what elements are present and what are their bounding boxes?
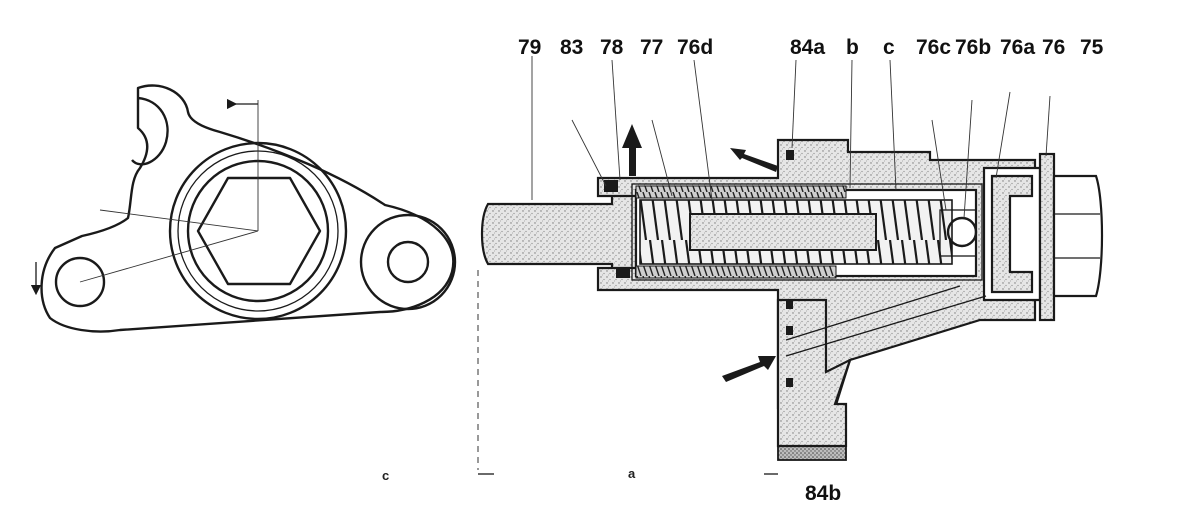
leader-78 xyxy=(611,59,621,181)
leader-76a xyxy=(995,91,1011,179)
label-76c: 76c xyxy=(916,36,951,59)
seal-83 xyxy=(604,180,618,192)
label-76: 76 xyxy=(1042,36,1065,59)
bracket-outline xyxy=(40,84,455,333)
leader-76b xyxy=(963,99,973,219)
label-77: 77 xyxy=(640,36,663,59)
right-boss-outer xyxy=(359,213,457,311)
label-dim-c: c xyxy=(382,468,389,483)
hex-nut xyxy=(196,176,322,286)
ball-cage xyxy=(939,209,977,257)
leader-c xyxy=(889,59,897,191)
centerline-c xyxy=(99,209,259,232)
label-84a: 84a xyxy=(790,36,825,59)
label-75: 75 xyxy=(1080,36,1104,59)
arrow-upper-left xyxy=(730,148,778,172)
foot-band xyxy=(777,445,847,461)
leader-77 xyxy=(651,119,673,197)
label-78: 78 xyxy=(600,36,624,59)
part-labels: 79 83 78 77 76d 84a b c 76c 76b 76a 76 7… xyxy=(382,36,1104,505)
inner-piston xyxy=(689,213,877,251)
label-76d: 76d xyxy=(677,36,713,59)
bracket-notch xyxy=(131,96,169,166)
web-line-1 xyxy=(785,295,987,357)
label-76b: 76b xyxy=(955,36,991,59)
seal-78 xyxy=(616,268,630,278)
flange xyxy=(1038,152,1056,322)
label-76a: 76a xyxy=(1000,36,1035,59)
left-boss-hole xyxy=(54,256,106,308)
centerline-a xyxy=(79,230,259,283)
label-dim-a: a xyxy=(628,466,636,481)
leader-76d xyxy=(693,59,713,201)
seal-4 xyxy=(786,378,793,387)
fine-spring-top xyxy=(635,185,847,199)
label-83: 83 xyxy=(560,36,583,59)
fine-spring-bottom xyxy=(635,265,837,279)
arrow-up xyxy=(622,124,642,176)
leader-83 xyxy=(571,119,607,187)
seal-1 xyxy=(786,150,794,160)
seal-2 xyxy=(786,300,793,309)
end-nut xyxy=(1052,174,1104,298)
web-line-2 xyxy=(785,285,961,341)
label-c: c xyxy=(883,36,895,59)
label-84b: 84b xyxy=(805,482,841,505)
arrow-lower-right xyxy=(722,356,776,382)
sleeve xyxy=(631,183,983,281)
label-79: 79 xyxy=(518,36,541,59)
bracket-end-view xyxy=(30,84,457,333)
cap-ring xyxy=(990,174,1034,294)
leader-b xyxy=(849,59,853,189)
right-boss-hole xyxy=(386,240,430,284)
leader-84a xyxy=(791,59,797,149)
label-b: b xyxy=(846,36,859,59)
leader-76c xyxy=(931,119,947,211)
seal-3 xyxy=(786,326,793,335)
sectional-view xyxy=(477,56,1104,475)
leader-76 xyxy=(1045,95,1051,157)
shaft xyxy=(480,186,638,280)
